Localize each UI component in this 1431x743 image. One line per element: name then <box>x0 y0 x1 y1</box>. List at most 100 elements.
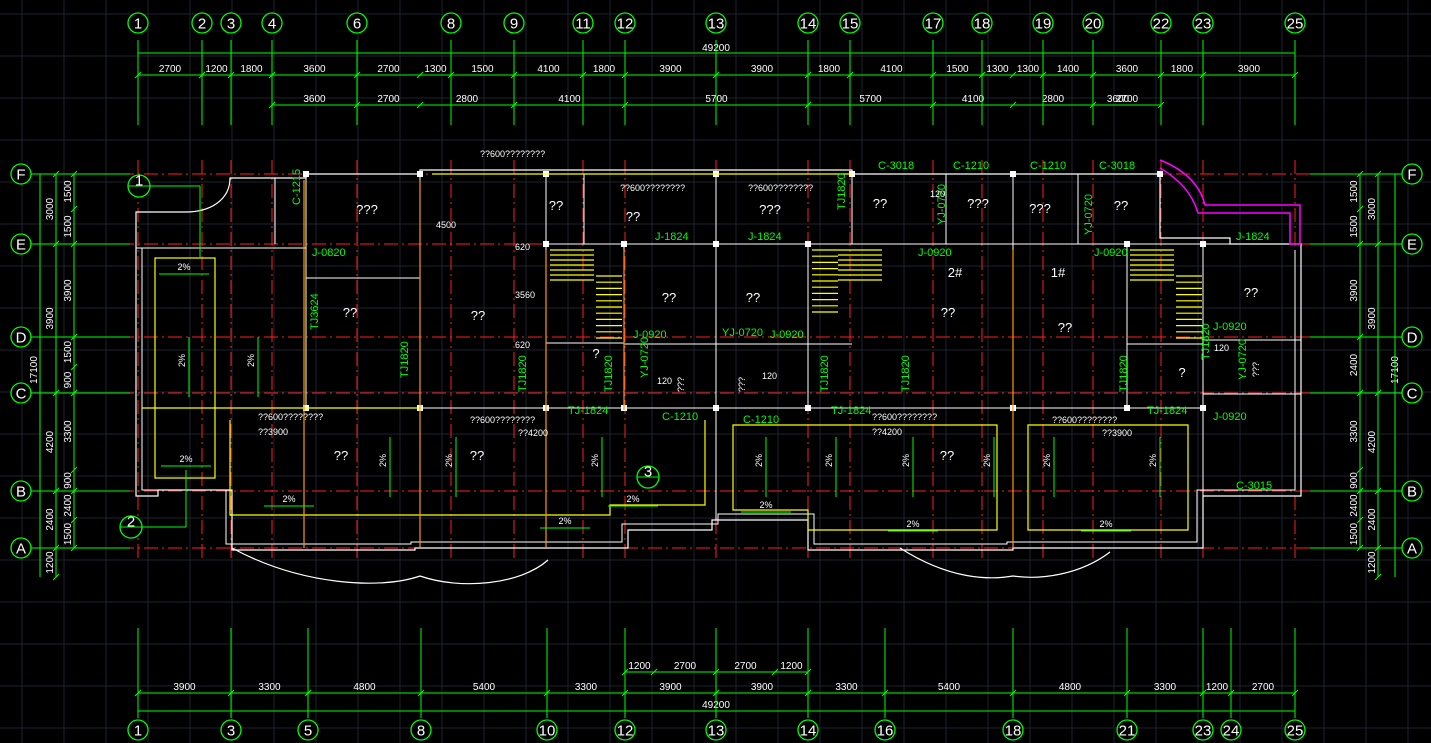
right-inner-label: 2400 <box>1349 494 1360 517</box>
top-dim-row1-label: 3900 <box>1238 64 1261 75</box>
opening-label: J-1824 <box>1236 231 1270 243</box>
left-axis-bubble-A-label: A <box>16 541 26 558</box>
note-label: ??600???????? <box>480 149 545 159</box>
opening-label: C-1210 <box>662 411 698 423</box>
top-axis-bubble-22: 22 <box>1150 12 1172 34</box>
bottom-axis-bubble-14-label: 14 <box>800 723 817 740</box>
slope-label: 2% <box>901 454 911 467</box>
opening-label: TJ1820 <box>1200 323 1212 360</box>
top-axis-bubble-11-label: 11 <box>575 16 591 33</box>
bottom-dim-row2-label: 2700 <box>1252 682 1275 693</box>
column <box>713 241 719 247</box>
left-outer-label: 3900 <box>45 307 56 330</box>
bottom-axis-bubble-1-label: 1 <box>134 723 142 740</box>
left-inner-label: 900 <box>63 371 74 388</box>
column <box>1124 241 1130 247</box>
top-dim-row2-tick <box>1009 101 1017 109</box>
left-outer-label: 4200 <box>45 430 56 453</box>
bottom-dim-row2-label: 3900 <box>173 682 196 693</box>
opening-label: TJ1820 <box>517 355 529 392</box>
note-label: ??600???????? <box>470 415 535 425</box>
top-dim-row1-label: 1400 <box>1057 64 1080 75</box>
bottom-axis-bubble-12-circle <box>614 719 636 741</box>
left-axis-bubble-C-label: C <box>16 386 27 403</box>
right-outer-label: 2400 <box>1367 508 1378 531</box>
right-axis-bubble-B-label: B <box>1407 484 1417 501</box>
bottom-dim-row1-label: 2700 <box>674 661 697 672</box>
opening-label: TJ-1824 <box>831 405 871 417</box>
opening-label: J-1824 <box>655 231 689 243</box>
inner-wall <box>141 248 1296 545</box>
top-dim-row1-label: 1300 <box>986 64 1009 75</box>
bottom-axis-bubble-13-label: 13 <box>708 723 725 740</box>
room-label: ?? <box>662 290 676 305</box>
column <box>805 405 811 411</box>
room-label: ??? <box>356 202 378 217</box>
opening-label: J-1824 <box>748 231 782 243</box>
left-axis-bubble-F-circle <box>10 163 32 185</box>
top-axis-bubble-13: 13 <box>705 12 727 34</box>
railing <box>154 257 216 479</box>
note-label: ??600???????? <box>748 183 813 193</box>
column <box>621 241 627 247</box>
room-label: ? <box>592 346 599 361</box>
top-axis-bubble-8: 8 <box>440 12 462 34</box>
bottom-dim-row2-label: 3300 <box>258 682 281 693</box>
top-axis-bubble-19-label: 19 <box>1035 16 1052 33</box>
bottom-axis-bubble-3-circle <box>220 719 242 741</box>
top-dim-row1-label: 2700 <box>159 64 182 75</box>
left-axis-bubble-F: F <box>10 163 32 185</box>
top-dim-row1-label: 3600 <box>1116 64 1139 75</box>
opening-label: YJ-0720 <box>936 184 948 225</box>
bottom-axis-bubble-13-circle <box>705 719 727 741</box>
top-axis-bubble-3-circle <box>220 12 242 34</box>
room-label: ??? <box>759 202 781 217</box>
note-label: 120 <box>762 371 777 381</box>
room-label: ?? <box>873 196 887 211</box>
left-axis-bubble-E-label: E <box>16 237 26 254</box>
top-dim-row1-label: 3600 <box>303 64 326 75</box>
left-axis-bubble-B: B <box>10 480 32 502</box>
room-label: ?? <box>1244 285 1258 300</box>
top-axis-bubble-6: 6 <box>346 12 368 34</box>
top-dim-row1-label: 1800 <box>1171 64 1194 75</box>
right-axis-bubble-F: F <box>1401 163 1423 185</box>
right-axis-bubble-D-label: D <box>1407 330 1418 347</box>
note-label: 3560 <box>515 290 535 300</box>
column <box>1124 405 1130 411</box>
opening-label: C-1215 <box>291 169 303 205</box>
slope-label: 2% <box>982 454 992 467</box>
top-axis-bubble-2: 2 <box>191 12 213 34</box>
slope-label: 2% <box>177 262 190 272</box>
bottom-axis-bubble-18-circle <box>1002 719 1024 741</box>
opening-label: TJ1820 <box>603 355 615 392</box>
top-axis-bubble-12: 12 <box>614 12 636 34</box>
right-axis-bubble-F-circle <box>1401 163 1423 185</box>
bottom-dim-row2-label: 5400 <box>473 682 496 693</box>
left-inner-tick <box>70 205 78 213</box>
top-dim-row1-label: 3900 <box>659 64 682 75</box>
note-label: 620 <box>515 340 530 350</box>
top-axis-bubble-9: 9 <box>503 12 525 34</box>
top-axis-bubble-25: 25 <box>1284 12 1306 34</box>
slope-label: 2% <box>759 500 772 510</box>
top-axis-bubble-2-label: 2 <box>198 16 206 33</box>
top-axis-bubble-23: 23 <box>1192 12 1214 34</box>
opening-label: J-0920 <box>1213 321 1247 333</box>
bottom-axis-bubble-18-label: 18 <box>1005 723 1022 740</box>
left-outer-label: 3000 <box>45 197 56 220</box>
opening-label: YJ-0720 <box>722 327 763 339</box>
slope-label: 2% <box>1042 454 1052 467</box>
bottom-axis-bubble-21: 21 <box>1116 719 1138 741</box>
bottom-dim-row1-tick <box>650 668 658 676</box>
balcony-railing <box>732 424 998 531</box>
top-axis-bubble-9-circle <box>503 12 525 34</box>
right-outer-tick <box>1374 573 1382 581</box>
left-axis-bubble-D: D <box>10 326 32 348</box>
right-axis-bubble-C: C <box>1401 382 1423 404</box>
bottom-axis-bubble-13: 13 <box>705 719 727 741</box>
opening-label: TJ1820 <box>819 355 831 392</box>
right-axis-bubble-A-circle <box>1401 537 1423 559</box>
slope-label: 2% <box>1148 454 1158 467</box>
